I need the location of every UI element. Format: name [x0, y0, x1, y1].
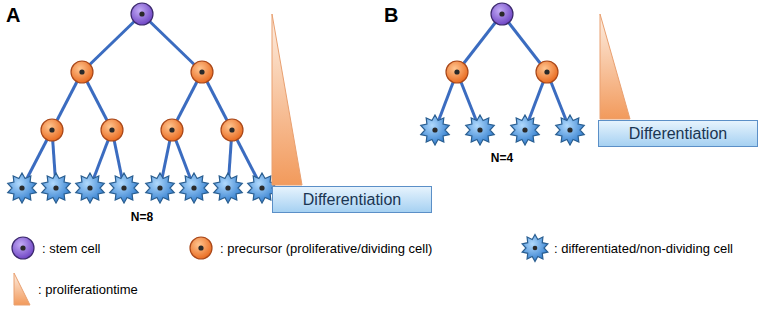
differentiated-cell: [421, 115, 450, 145]
nucleus: [87, 185, 92, 190]
differentiated-cell: [466, 115, 495, 145]
nucleus: [229, 127, 234, 132]
nucleus: [259, 185, 264, 190]
legend-icon: [8, 271, 34, 307]
nucleus: [567, 127, 572, 132]
differentiated-cell: [556, 115, 585, 145]
precursor-cell: [71, 61, 93, 83]
stem-cell: [131, 3, 153, 25]
nucleus: [49, 127, 54, 132]
legend-item: : differentiated/non-dividing cell: [520, 233, 733, 263]
nucleus: [225, 185, 230, 190]
legend-icon: [520, 233, 550, 263]
lineage-tree: [8, 3, 277, 203]
nucleus: [20, 245, 25, 250]
nucleus: [19, 185, 24, 190]
differentiated-cell: [522, 235, 548, 262]
legend-icon: [8, 233, 38, 263]
legend-item: : precursor (proliferative/dividing cell…: [186, 233, 432, 263]
precursor-cell: [536, 61, 558, 83]
nucleus: [157, 185, 162, 190]
nucleus: [79, 69, 84, 74]
precursor-cell: [221, 119, 243, 141]
nucleus: [53, 185, 58, 190]
nucleus: [199, 69, 204, 74]
panel-letter: A: [6, 4, 20, 27]
panel-letter: B: [384, 4, 398, 27]
proliferation-time-triangle: [14, 273, 30, 305]
nucleus: [191, 185, 196, 190]
nucleus: [544, 69, 549, 74]
precursor-cell: [446, 61, 468, 83]
legend-item: : proliferationtime: [8, 271, 138, 307]
differentiation-box: Differentiation: [272, 186, 432, 213]
precursor-cell: [41, 119, 63, 141]
nucleus: [533, 246, 538, 251]
nucleus: [121, 185, 126, 190]
differentiated-cell: [214, 173, 243, 203]
legend-text: : differentiated/non-dividing cell: [554, 241, 733, 256]
cell-count: N=8: [131, 210, 153, 224]
legend-text: : stem cell: [42, 241, 101, 256]
stem-cell: [491, 3, 513, 25]
nucleus: [454, 69, 459, 74]
stem-cell: [12, 237, 34, 259]
proliferation-time-triangle: [600, 14, 630, 119]
differentiated-cell: [8, 173, 37, 203]
lineage-line: [82, 14, 142, 72]
nucleus: [139, 11, 144, 16]
nucleus: [499, 11, 504, 16]
cell-count: N=4: [491, 151, 513, 165]
proliferation-time-triangle: [272, 14, 302, 185]
legend-text: : proliferationtime: [38, 282, 138, 297]
nucleus: [198, 245, 203, 250]
nucleus: [432, 127, 437, 132]
legend-item: : stem cell: [8, 233, 101, 263]
nucleus: [522, 127, 527, 132]
nucleus: [109, 127, 114, 132]
differentiated-cell: [76, 173, 105, 203]
lineage-tree: [421, 3, 585, 145]
legend-icon: [186, 233, 216, 263]
nucleus: [477, 127, 482, 132]
node-text: Differentiation: [303, 191, 401, 209]
nucleus: [169, 127, 174, 132]
differentiated-cell: [42, 173, 71, 203]
differentiated-cell: [110, 173, 139, 203]
precursor-cell: [191, 61, 213, 83]
legend-text: : precursor (proliferative/dividing cell…: [220, 241, 432, 256]
differentiated-cell: [146, 173, 175, 203]
differentiation-box: Differentiation: [598, 120, 758, 147]
precursor-cell: [161, 119, 183, 141]
lineage-line: [142, 14, 202, 72]
node-text: Differentiation: [629, 125, 727, 143]
differentiated-cell: [180, 173, 209, 203]
differentiated-cell: [511, 115, 540, 145]
precursor-cell: [190, 237, 212, 259]
precursor-cell: [101, 119, 123, 141]
